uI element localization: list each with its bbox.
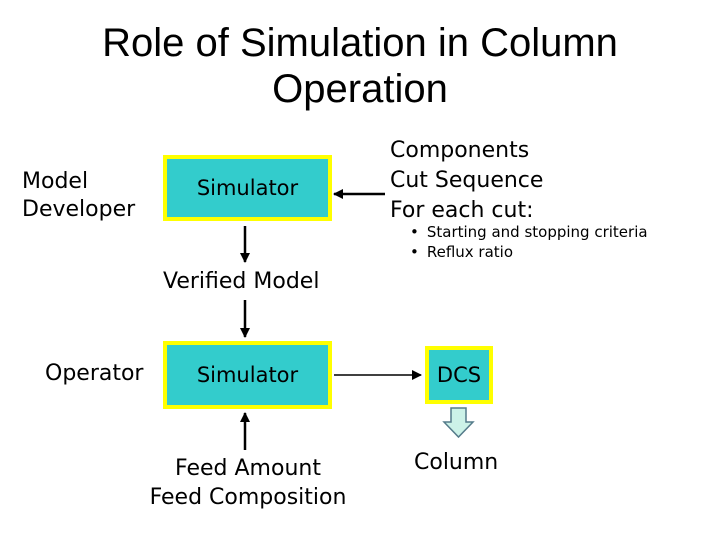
bullet-item: Reflux ratio (410, 242, 648, 262)
feed-amount-line: Feed Amount (175, 456, 321, 481)
feed-composition-line: Feed Composition (149, 485, 347, 510)
inputs-line-for-each-cut: For each cut: (390, 198, 534, 223)
inputs-bullet-list: Starting and stopping criteria Reflux ra… (410, 222, 648, 262)
verified-model-label: Verified Model (163, 269, 320, 294)
simulator-top-label: Simulator (196, 176, 299, 200)
simulator-box-bottom: Simulator (163, 341, 332, 409)
inputs-line-cut-sequence: Cut Sequence (390, 168, 544, 193)
simulator-bottom-label: Simulator (196, 363, 299, 387)
model-developer-label: Model Developer (22, 168, 135, 224)
inputs-line-components: Components (390, 138, 530, 163)
feed-text: Feed Amount Feed Composition (140, 454, 356, 512)
title-line-1: Role of Simulation in Column (102, 21, 618, 65)
operator-label: Operator (45, 361, 144, 386)
dcs-box: DCS (425, 346, 493, 404)
arrow-dcs-to-column (442, 407, 475, 439)
column-label: Column (414, 450, 499, 475)
slide-title: Role of Simulation in Column Operation (0, 20, 720, 112)
model-developer-line-2: Developer (22, 197, 136, 222)
title-line-2: Operation (272, 67, 448, 111)
inputs-top-text: Components Cut Sequence For each cut: (390, 136, 543, 226)
simulator-box-top: Simulator (163, 155, 332, 221)
model-developer-line-1: Model (22, 169, 89, 194)
bullet-item: Starting and stopping criteria (410, 222, 648, 242)
dcs-label: DCS (436, 363, 482, 387)
